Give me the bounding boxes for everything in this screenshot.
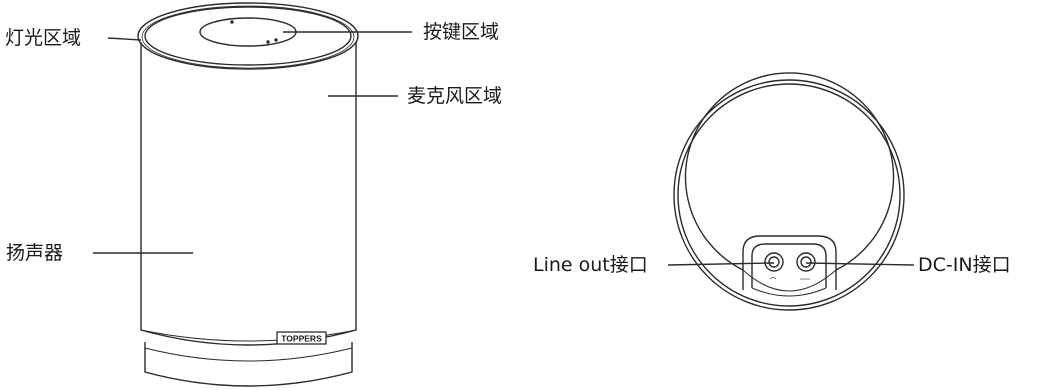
light-ring-outer	[137, 2, 359, 70]
label-light-area: 灯光区域	[5, 27, 82, 49]
brand-badge: TOPPERS	[276, 331, 327, 345]
leader-light	[107, 37, 142, 41]
bottom-speaker	[673, 72, 905, 311]
label-speaker: 扬声器	[6, 242, 64, 264]
speaker-body	[140, 42, 357, 346]
bottom-outer-ring	[673, 79, 905, 311]
label-dc-in: DC-IN接口	[918, 254, 1011, 276]
speaker-base	[144, 342, 353, 387]
label-line-out: Line out接口	[533, 254, 648, 276]
label-mic-area: 麦克风区域	[407, 85, 503, 107]
label-button-area: 按键区域	[423, 21, 500, 43]
leader-dc-in	[805, 262, 915, 266]
dc-in-port	[796, 252, 816, 272]
bottom-inner-ring	[684, 72, 895, 271]
brand-text: TOPPERS	[281, 334, 322, 344]
line-out-port	[764, 252, 784, 272]
connector-panel	[742, 235, 837, 290]
button-area	[199, 17, 297, 47]
light-ring-inner	[144, 6, 352, 66]
leader-line-out	[667, 262, 775, 266]
front-speaker	[137, 2, 359, 387]
